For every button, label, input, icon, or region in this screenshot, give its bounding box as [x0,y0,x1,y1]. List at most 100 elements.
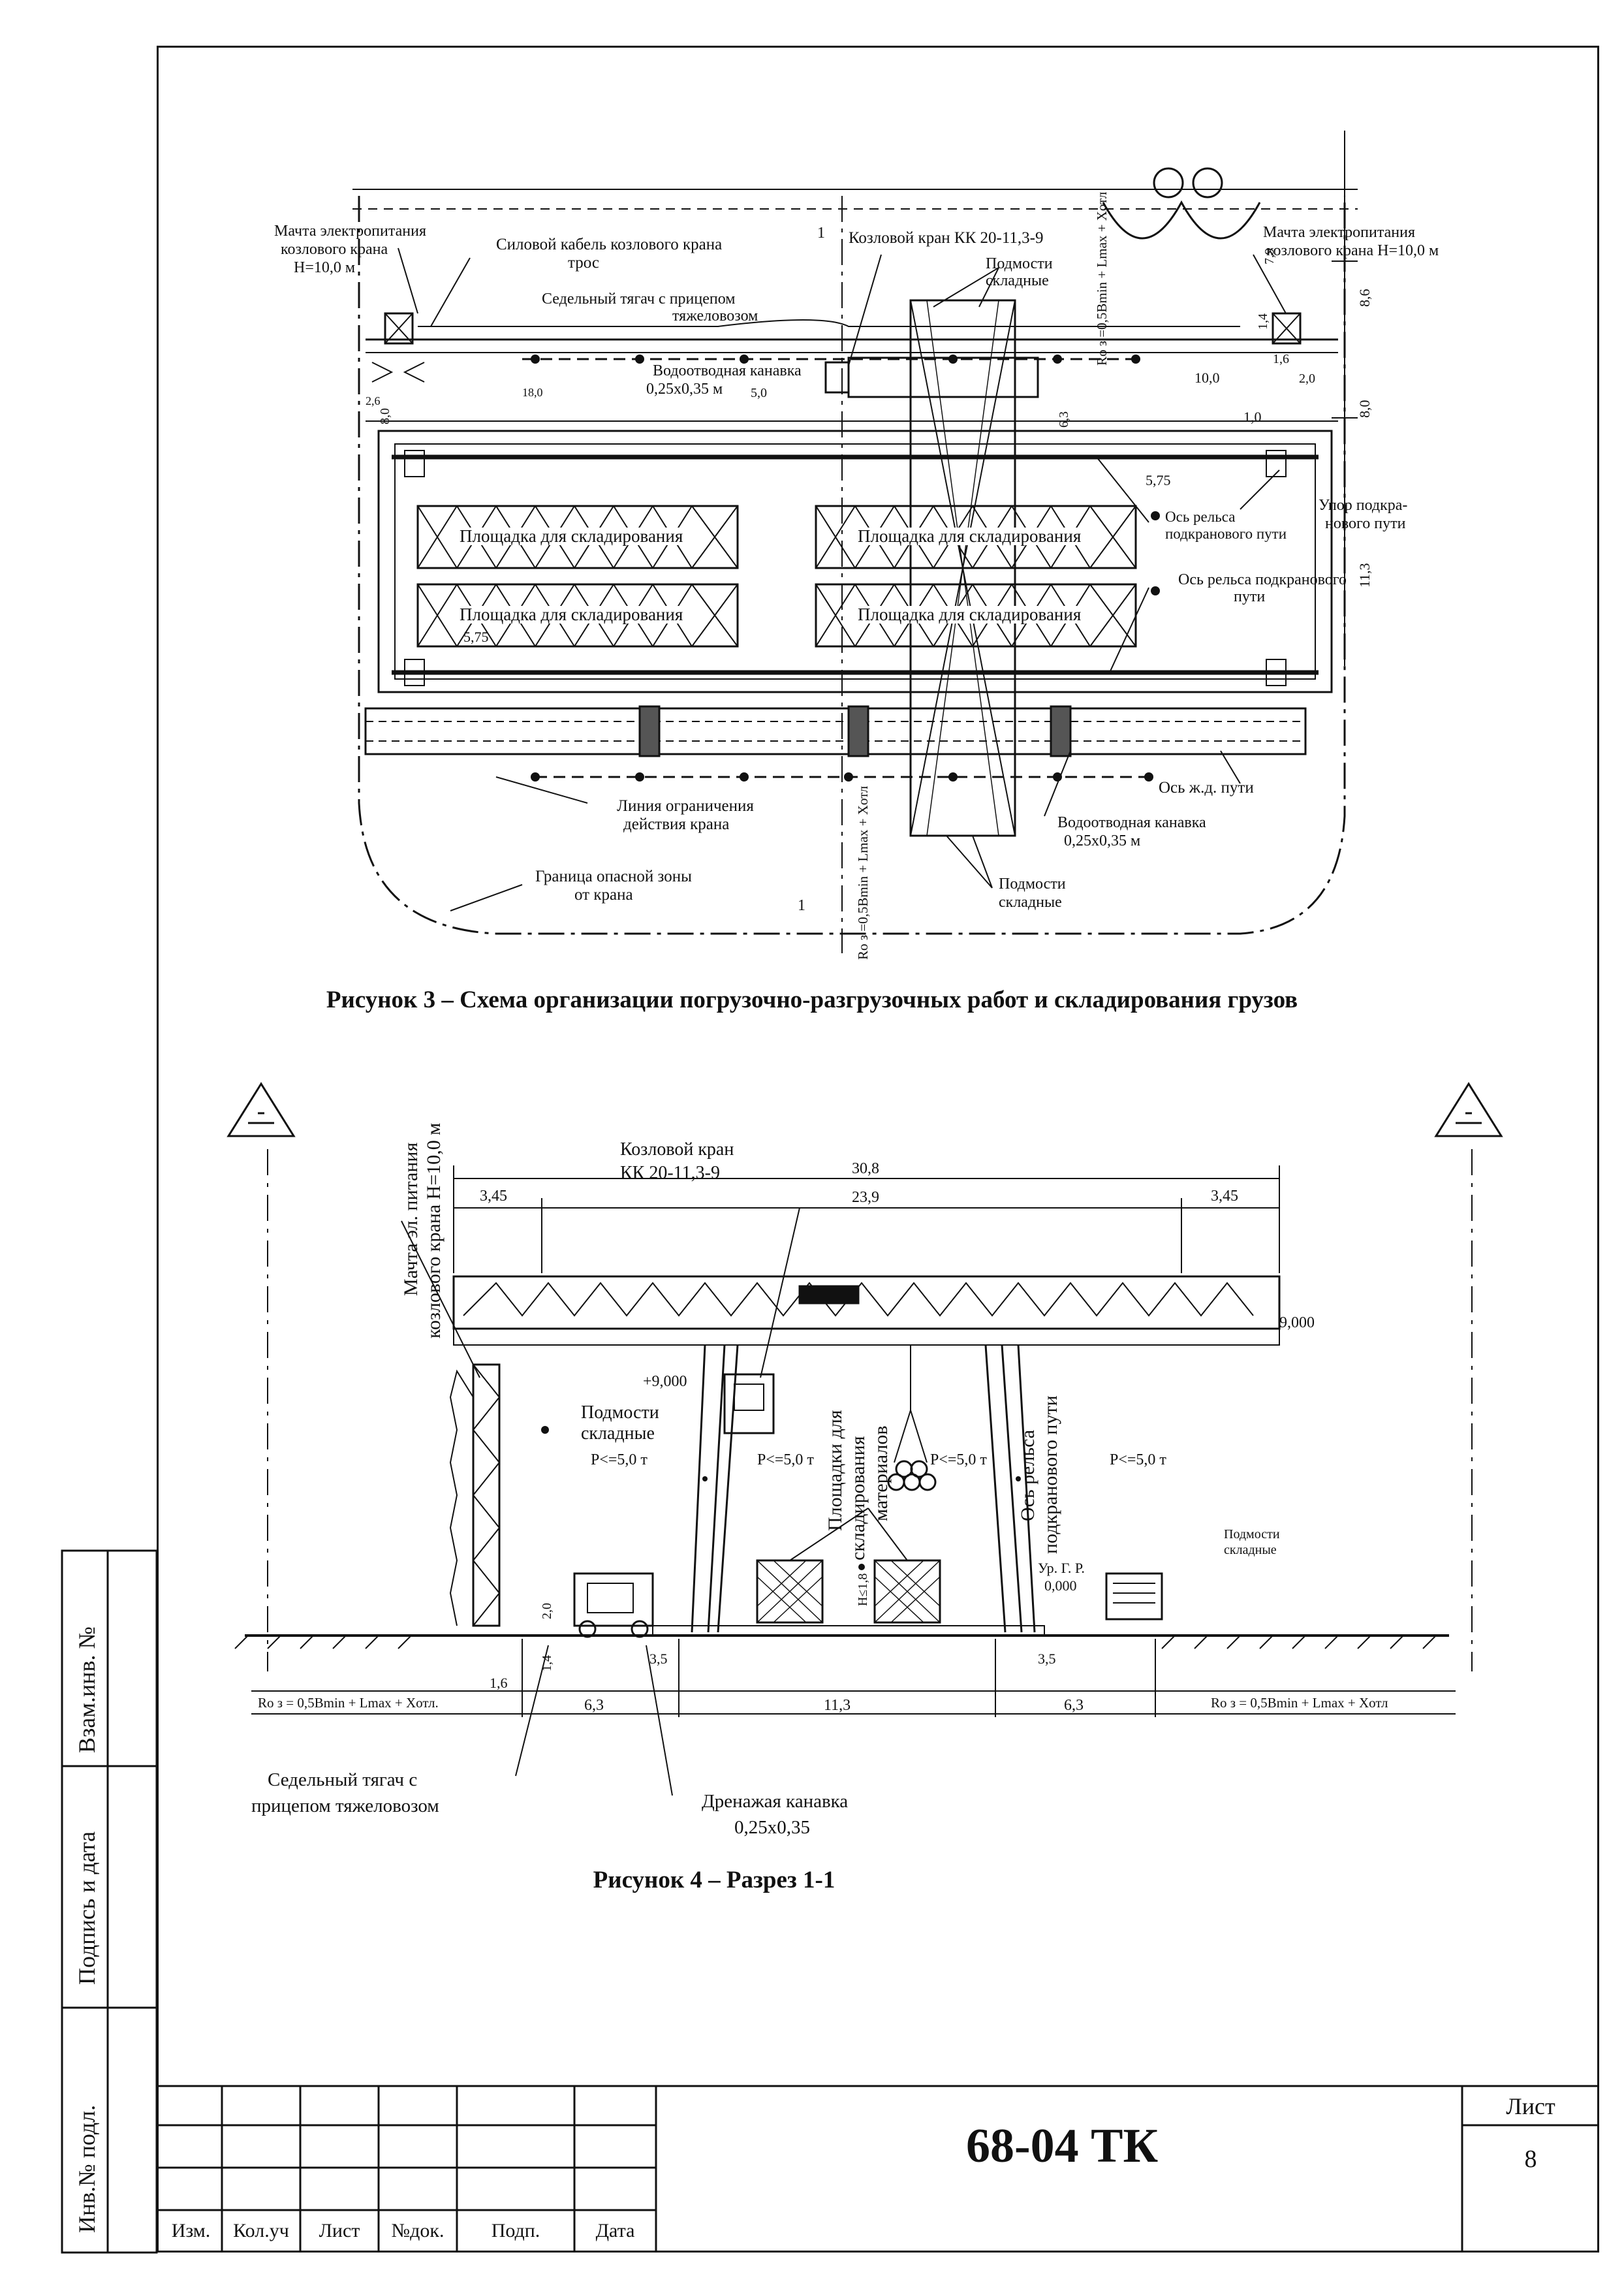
fig3-cable-label: Силовой кабель козлового крана [496,236,723,253]
fig3-scaffold-top-label: Подмости [986,255,1053,272]
fig3-mast-left-label: Мачта электропитания [274,223,427,240]
fig4-rail-label-2: подкранового пути [1040,1395,1061,1554]
load-limit-label: P<=5,0 т [1110,1451,1166,1468]
dim-label: 1,6 [1273,352,1289,366]
crane-bridge [452,1275,1281,1330]
dim-label: 8,0 [378,408,392,424]
fig3-mast-right-label-2: козлового крана H=10,0 м [1266,242,1439,259]
load-limit-label: P<=5,0 т [757,1451,814,1468]
dim-label: 2,0 [1299,372,1315,386]
fig3-scaffold-top-label-2: складные [986,272,1049,289]
fig3-rail-track-label: Ось ж.д. пути [1159,779,1254,797]
fig4-scaffold-left-label-2: складные [581,1423,655,1444]
fig3-mast-left-label-3: H=10,0 м [294,259,356,276]
dim-label: 5,0 [751,386,767,400]
storage-label: Площадка для складирования [457,528,686,545]
fig4-scaffold-left-label: Подмости [581,1402,659,1423]
dim-label: 8,6 [1356,289,1373,308]
fig4-tractor-label: Седельный тягач с [268,1769,418,1790]
dim-label: 6,3 [1057,411,1071,428]
dim-label: 6,3 [584,1697,604,1714]
dim-label: 6,3 [1064,1697,1084,1714]
dim-label: 2,0 [540,1603,554,1619]
fig4-scaffold-right-label: Подмости [1224,1527,1280,1542]
fig4-mast-label-2: козлового крана H=10,0 м [423,1122,445,1338]
power-mast-left [384,312,414,345]
dim-label: 7,9 [1262,248,1277,264]
fig4-height-right: 9,000 [1279,1314,1315,1331]
dim-label: 8,0 [1356,400,1373,419]
level-sign-left [226,1082,296,1137]
fig3-rail-axis-label: Ось рельса [1165,509,1236,525]
crane-leg-left [691,1344,739,1633]
fig3-stop-label-2: нового пути [1325,515,1406,532]
dim-label: 3,5 [649,1651,668,1667]
fig3-limit-line-label-2: действия крана [623,815,730,833]
dim-label: 3,45 [480,1188,507,1205]
sheet-frame [157,46,1599,2253]
storage-label: Площадка для складирования [855,528,1084,545]
title-col-label: Подп. [491,2220,540,2241]
fig3-danger-label-2: от крана [574,886,633,904]
fig3-ro-formula-bottom: Rо з =0,5Bmin + Lmax + Xотл [855,785,871,960]
limit-line-markers [531,355,1160,782]
dim-label: 11,3 [1356,563,1373,588]
danger-zone-boundary [358,196,1346,935]
dim-label: 5,75 [1146,472,1171,488]
dim-label: 18,0 [522,386,543,399]
fig3-scaffold-bottom-label: Подмости [999,876,1066,893]
fig3-drain-b-label: Водоотводная канавка [1057,814,1206,831]
fig3-cable-label-2: трос [568,254,599,272]
fig3-drain-label: Водоотводная канавка [653,362,802,379]
fig3-rail-axis-b-label-2: пути [1234,588,1266,605]
dim-label: 23,9 [852,1189,879,1206]
storage-label: Площадка для складирования [457,606,686,624]
fig4-height-left: +9,000 [643,1373,687,1390]
fig3-rail-axis-b-label: Ось рельса подкранового [1178,571,1347,588]
fig4-drain-size: 0,25х0,35 [734,1817,810,1838]
title-col-label: Изм. [171,2220,211,2241]
sheet-label: Лист [1506,2093,1555,2119]
stamp-vzam: Взам.инв. № [74,1626,100,1753]
fig4-drain-label: Дренажая канавка [702,1791,849,1812]
fig4-tractor-label-2: прицепом тяжеловозом [251,1795,439,1816]
document-code: 68-04 ТК [966,2119,1159,2173]
load-limit-label: P<=5,0 т [591,1451,648,1468]
dim-label: H≤1,8 [856,1573,870,1606]
tractor-trailer [573,1572,654,1627]
fig3-tractor-label-2: тяжеловозом [672,308,758,324]
dim-label: 1,4 [1256,313,1270,330]
dim-label: 1,0 [1243,409,1262,425]
scaffold-right [1105,1572,1163,1621]
fig4-ground-level-label: Ур. Г. Р. [1038,1560,1085,1576]
title-col-label: Лист [319,2220,360,2241]
fig4-crane-model: КК 20-11,3-9 [620,1163,720,1183]
railway-track [364,707,1307,755]
dim-label: 1,6 [490,1675,508,1691]
fig4-rail-label: Ось рельса [1017,1429,1038,1521]
power-mast-right [1272,312,1302,345]
fig4-storage-label: Площадки для [824,1410,846,1531]
fig3-danger-label: Граница опасной зоны [535,868,692,885]
crane-runway [377,430,1333,693]
fig3-drain-size: 0,25х0,35 м [646,381,723,398]
dim-label: 30,8 [852,1160,879,1177]
figure4-section-drawing [226,1082,1503,1796]
fig3-stop-label: Упор подкра- [1319,497,1408,514]
section-mark-bottom: 1 [798,897,805,914]
fig3-mast-left-label-2: козлового крана [281,241,388,258]
fig3-drain-b-size: 0,25х0,35 м [1064,832,1141,849]
figure3-caption: Рисунок 3 – Схема организации погрузочно… [326,987,1298,1013]
section-mark-top: 1 [817,225,825,242]
dim-label: 11,3 [824,1697,851,1714]
load-limit-label: P<=5,0 т [930,1451,987,1468]
stamp-podpis: Подпись и дата [74,1831,100,1985]
storage-label: Площадка для складирования [855,606,1084,624]
fig4-mast-label: Мачта эл. питания [400,1142,422,1296]
dim-label: 3,5 [1038,1651,1056,1667]
dim-label: 3,45 [1211,1188,1238,1205]
title-col-label: Кол.уч [233,2220,289,2241]
fig3-tractor-label: Седельный тягач с прицепом [542,291,736,308]
title-col-label: Дата [595,2220,635,2241]
